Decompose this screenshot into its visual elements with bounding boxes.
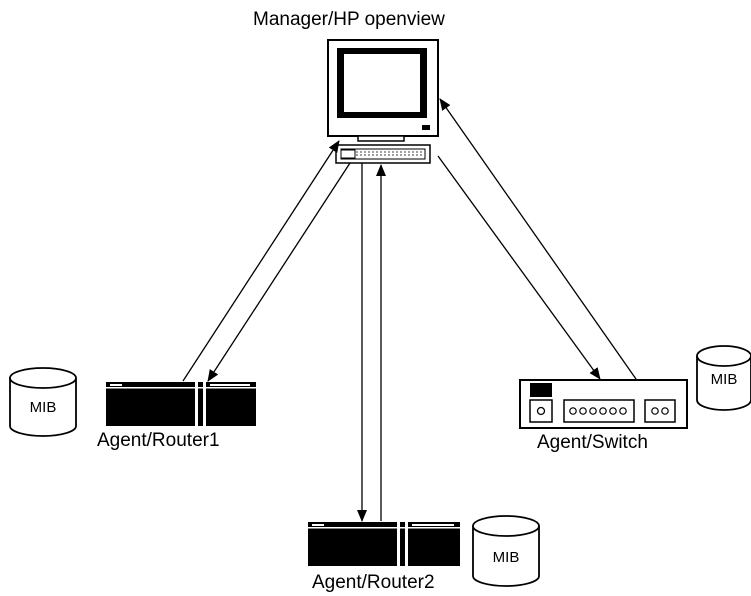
mib-label-router2: MIB [493, 549, 520, 566]
router1-device-icon [106, 382, 256, 426]
switch-device-icon [519, 379, 688, 429]
switch-label: Agent/Switch [537, 432, 648, 453]
mib-cylinder-switch: MIB [696, 345, 751, 411]
arrow-switch-to-manager [439, 98, 637, 380]
manager-label: Manager/HP openview [253, 9, 445, 30]
arrow-router1-to-manager [182, 140, 340, 382]
arrow-manager-to-switch [437, 155, 601, 380]
router1-label: Agent/Router1 [97, 430, 220, 451]
router2-label: Agent/Router2 [312, 572, 435, 593]
mib-label-router1: MIB [30, 399, 57, 416]
router2-device-icon [308, 522, 460, 566]
arrow-manager-to-router1 [207, 162, 351, 382]
mib-label-switch: MIB [711, 371, 738, 388]
mib-cylinder-router1: MIB [9, 367, 77, 437]
manager-computer-icon [327, 39, 439, 164]
mib-cylinder-router2: MIB [472, 515, 540, 587]
